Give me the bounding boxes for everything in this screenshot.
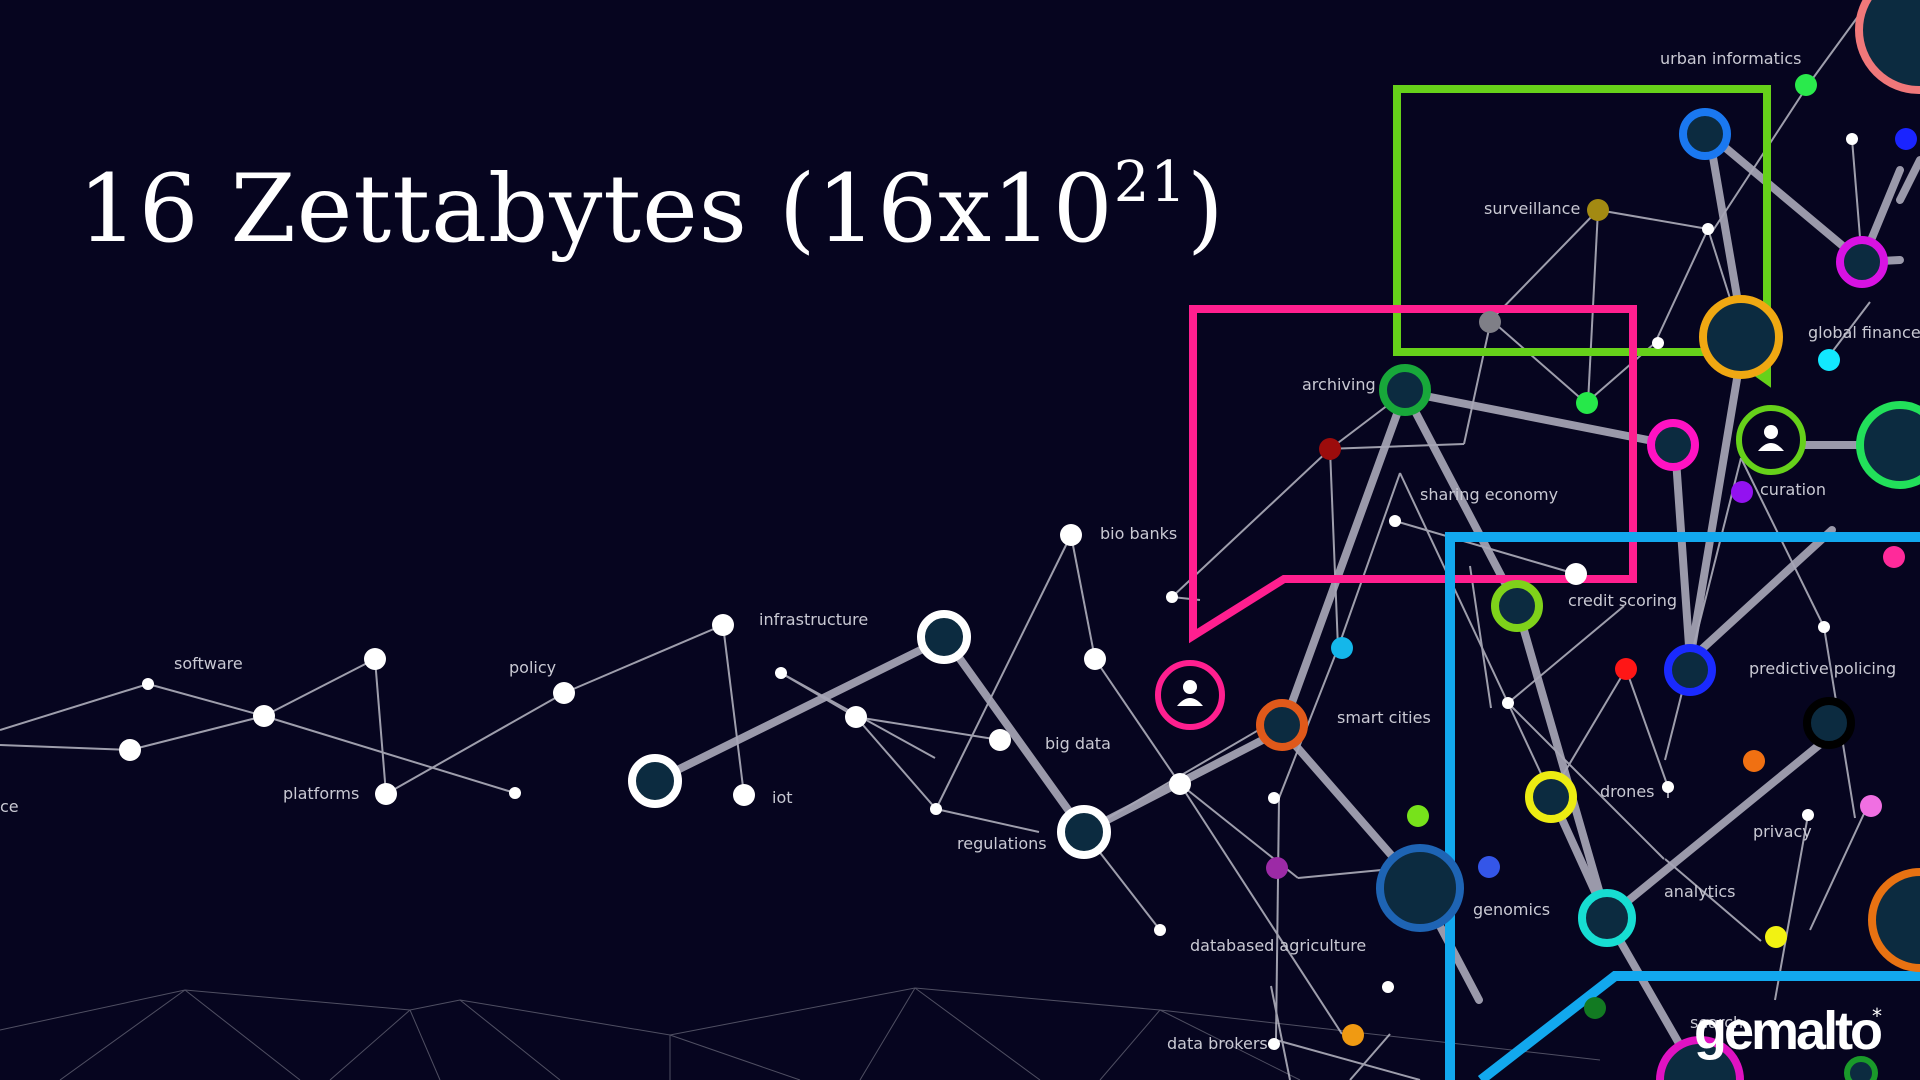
gemalto-logo: gemalto <box>1694 1001 1883 1061</box>
label-urban-informatics: urban informatics <box>1660 49 1801 68</box>
callout-frames <box>1189 85 1920 1080</box>
label-bio-banks: bio banks <box>1100 524 1177 543</box>
label-iot: iot <box>772 788 793 807</box>
headline-exponent: 21 <box>1113 150 1187 215</box>
label-smart-cities: smart cities <box>1337 708 1431 727</box>
label-surveillance: surveillance <box>1484 199 1580 218</box>
headline-title: 16 Zettabytes (16x1021) <box>78 150 1225 264</box>
label-privacy: privacy <box>1753 822 1812 841</box>
logo-star-icon: * <box>1872 1004 1882 1028</box>
label-cut-left: ce <box>0 797 19 816</box>
label-infrastructure: infrastructure <box>759 610 868 629</box>
white-nodes <box>119 133 1858 1050</box>
person-node-green <box>1736 405 1806 475</box>
label-cut-bottom: search <box>1690 1013 1743 1032</box>
label-software: software <box>174 654 243 673</box>
colored-nodes <box>1266 74 1917 1046</box>
label-genomics: genomics <box>1473 900 1550 919</box>
label-archiving: archiving <box>1302 375 1376 394</box>
headline-close: ) <box>1187 155 1225 264</box>
label-analytics: analytics <box>1664 882 1736 901</box>
label-regulations: regulations <box>957 834 1047 853</box>
headline-text: 16 Zettabytes (16x10 <box>78 155 1114 264</box>
person-node-pink <box>1155 660 1225 730</box>
label-predictive-policing: predictive policing <box>1749 659 1896 678</box>
network-edges-thin <box>0 0 1871 1080</box>
wireframe-mesh <box>0 987 1601 1080</box>
ring-nodes <box>628 0 1920 1080</box>
label-big-data: big data <box>1045 734 1111 753</box>
label-platforms: platforms <box>283 784 359 803</box>
label-drones: drones <box>1600 782 1655 801</box>
label-policy: policy <box>509 658 556 677</box>
label-global-finance: global finance <box>1808 323 1920 342</box>
label-credit-scoring: credit scoring <box>1568 591 1677 610</box>
label-sharing-economy: sharing economy <box>1420 485 1558 504</box>
label-curation: curation <box>1760 480 1826 499</box>
label-data-brokers: data brokers <box>1167 1034 1268 1053</box>
label-databased-agriculture: databased agriculture <box>1190 936 1366 955</box>
